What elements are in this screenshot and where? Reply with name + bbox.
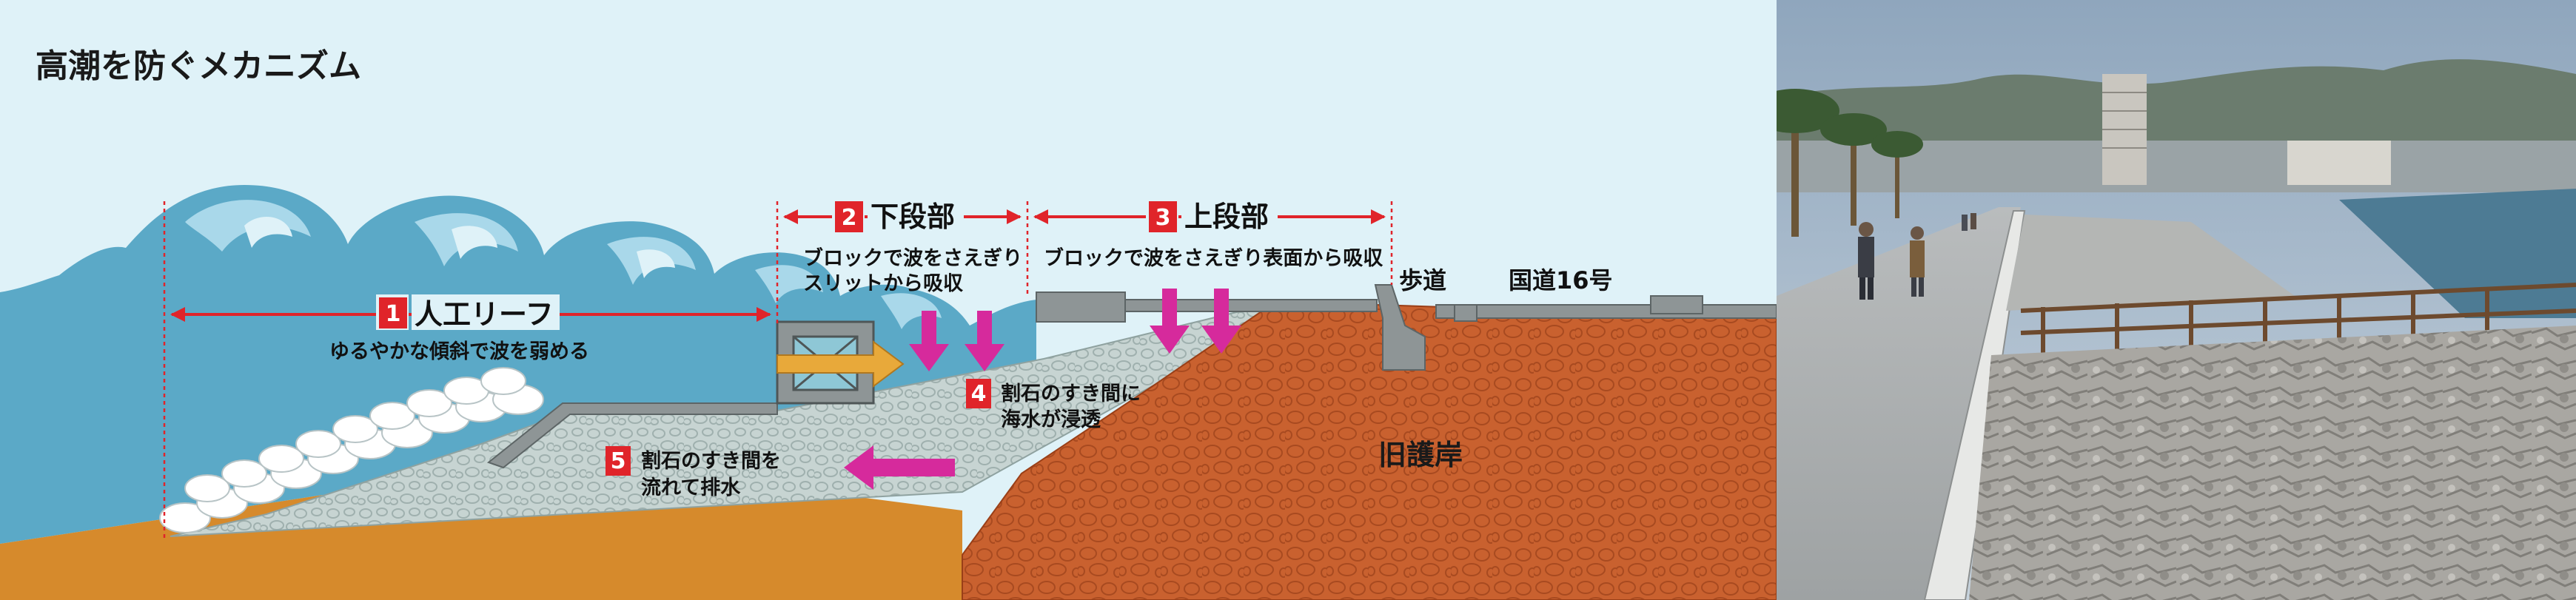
section-2-desc-line-1: ブロックで波をさえぎり (803, 246, 1022, 270)
section-2-desc-line-2: スリットから吸収 (803, 272, 964, 295)
armour-stones (159, 367, 544, 533)
section-1-name: 人工リーフ (415, 298, 554, 331)
drain-arrow (844, 445, 955, 490)
old-seawall-label: 旧護岸 (1378, 439, 1463, 471)
section-markers (163, 201, 1393, 540)
badge-3-number: 3 (1155, 205, 1171, 231)
section-3-name: 上段部 (1184, 200, 1269, 233)
photo-palms (1777, 89, 1923, 237)
parapet-wall (1374, 284, 1426, 371)
badge-2-number: 2 (842, 205, 857, 231)
walkway-label: 歩道 (1399, 266, 1446, 294)
section-2-name: 下段部 (871, 200, 955, 233)
badge-2 (835, 201, 863, 232)
photo-mountains (1777, 59, 2576, 155)
badge-1 (379, 297, 407, 328)
badge-3 (1149, 201, 1177, 232)
lower-step-blocks (486, 402, 778, 469)
section-1-label: 1 人工リーフ ゆるやかな傾斜で波を弱める (329, 294, 589, 363)
badge-1-number: 1 (386, 301, 401, 327)
photo-wood-railing (2020, 283, 2576, 355)
badge-5 (606, 446, 631, 476)
note-5-line-2: 流れて排水 (641, 476, 741, 499)
photo-walkway (1777, 207, 2021, 600)
photo-terrace (2006, 215, 2295, 311)
photo-pedestrians (1858, 213, 1976, 300)
storm-surge-diagram: 高潮を防ぐメカニズム (0, 0, 1777, 600)
downward-flow-arrows (909, 289, 1241, 371)
note-5-line-1: 割石のすき間を (641, 449, 781, 473)
badge-4 (966, 379, 991, 408)
note-4-line-1: 割石のすき間に (1001, 382, 1141, 405)
sea-waves (0, 185, 1036, 544)
section-3-label: 3 上段部 ブロックで波をさえぎり表面から吸収 (1044, 198, 1383, 270)
slit-inflow-arrow (777, 340, 905, 388)
photo-rubble-slope (1969, 326, 2576, 600)
curb-b (1650, 295, 1703, 314)
road-deck (1435, 304, 1777, 319)
curb-a (1454, 304, 1477, 322)
promenade-photo (1777, 0, 2576, 600)
badge-5-number: 5 (611, 448, 626, 474)
photo-rail (1923, 210, 2026, 600)
note-5: 5 割石のすき間を 流れて排水 (606, 446, 781, 499)
upper-step-cap (1036, 291, 1126, 323)
badge-4-number: 4 (971, 381, 987, 407)
note-4-line-2: 海水が浸透 (1001, 408, 1101, 431)
section-1-desc: ゆるやかな傾斜で波を弱める (329, 340, 589, 363)
upper-step-deck (1124, 299, 1378, 312)
section-3-desc: ブロックで波をさえぎり表面から吸収 (1044, 246, 1383, 270)
section-2-label: 2 下段部 ブロックで波をさえぎり スリットから吸収 (803, 198, 1022, 295)
diagram-title: 高潮を防ぐメカニズム (36, 47, 361, 85)
route-16-label: 国道16号 (1509, 266, 1613, 294)
note-4: 4 割石のすき間に 海水が浸透 (966, 379, 1141, 431)
